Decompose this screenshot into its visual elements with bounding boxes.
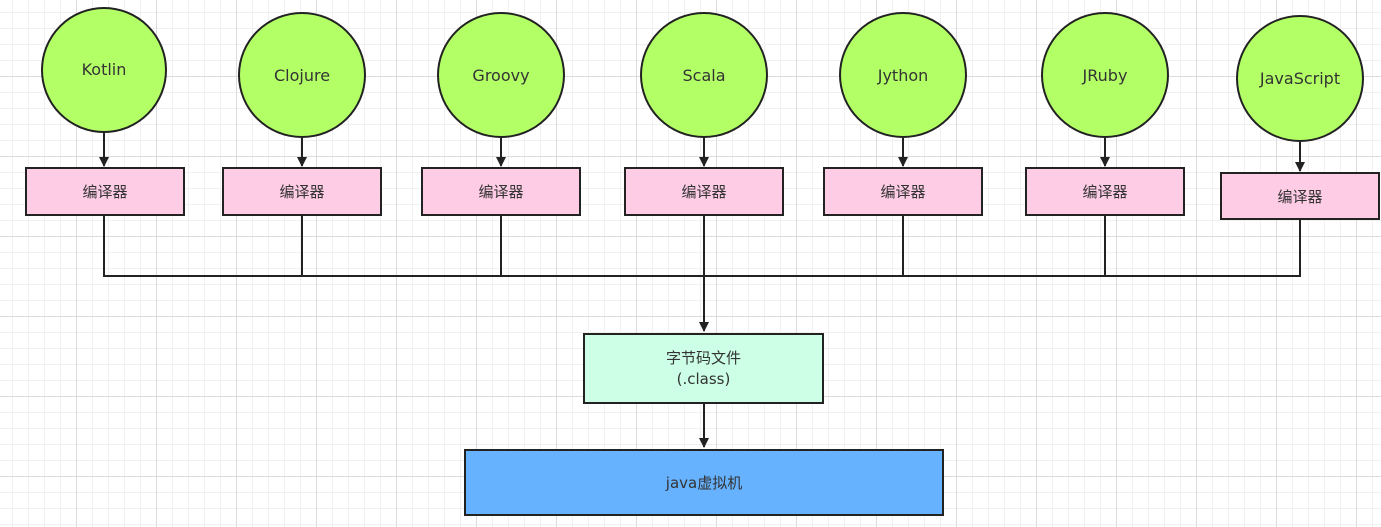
compiler-label: 编译器 bbox=[681, 183, 727, 201]
compiler-label: 编译器 bbox=[1082, 183, 1128, 201]
bytecode-title: 字节码文件 bbox=[665, 348, 741, 367]
jvm-box: java虚拟机 bbox=[464, 449, 944, 516]
compiler-box-scala: 编译器 bbox=[624, 167, 784, 216]
language-node-jruby: JRuby bbox=[1041, 12, 1169, 138]
language-node-scala: Scala bbox=[640, 12, 768, 138]
compiler-label: 编译器 bbox=[279, 183, 325, 201]
language-node-jython: Jython bbox=[839, 12, 967, 138]
language-label: Kotlin bbox=[81, 59, 127, 79]
compiler-box-groovy: 编译器 bbox=[421, 167, 581, 216]
compiler-box-clojure: 编译器 bbox=[222, 167, 382, 216]
bytecode-file-box: 字节码文件 (.class) bbox=[583, 333, 824, 404]
language-label: JavaScript bbox=[1259, 69, 1341, 88]
compiler-box-jruby: 编译器 bbox=[1025, 167, 1185, 216]
language-node-javascript: JavaScript bbox=[1236, 15, 1364, 142]
language-label: JRuby bbox=[1082, 65, 1128, 85]
compiler-label: 编译器 bbox=[82, 183, 128, 201]
compiler-box-jython: 编译器 bbox=[823, 167, 983, 216]
language-label: Groovy bbox=[472, 65, 530, 85]
language-node-kotlin: Kotlin bbox=[41, 7, 167, 133]
language-label: Scala bbox=[682, 65, 726, 85]
jvm-label: java虚拟机 bbox=[665, 474, 743, 492]
compiler-label: 编译器 bbox=[478, 183, 524, 201]
language-label: Clojure bbox=[273, 65, 331, 85]
language-node-groovy: Groovy bbox=[437, 12, 565, 138]
language-label: Jython bbox=[877, 65, 929, 85]
compiler-box-javascript: 编译器 bbox=[1220, 172, 1380, 220]
compiler-label: 编译器 bbox=[880, 183, 926, 201]
compiler-box-kotlin: 编译器 bbox=[25, 167, 185, 216]
language-node-clojure: Clojure bbox=[238, 12, 366, 138]
compiler-label: 编译器 bbox=[1277, 187, 1323, 206]
bytecode-extension: (.class) bbox=[676, 369, 731, 388]
